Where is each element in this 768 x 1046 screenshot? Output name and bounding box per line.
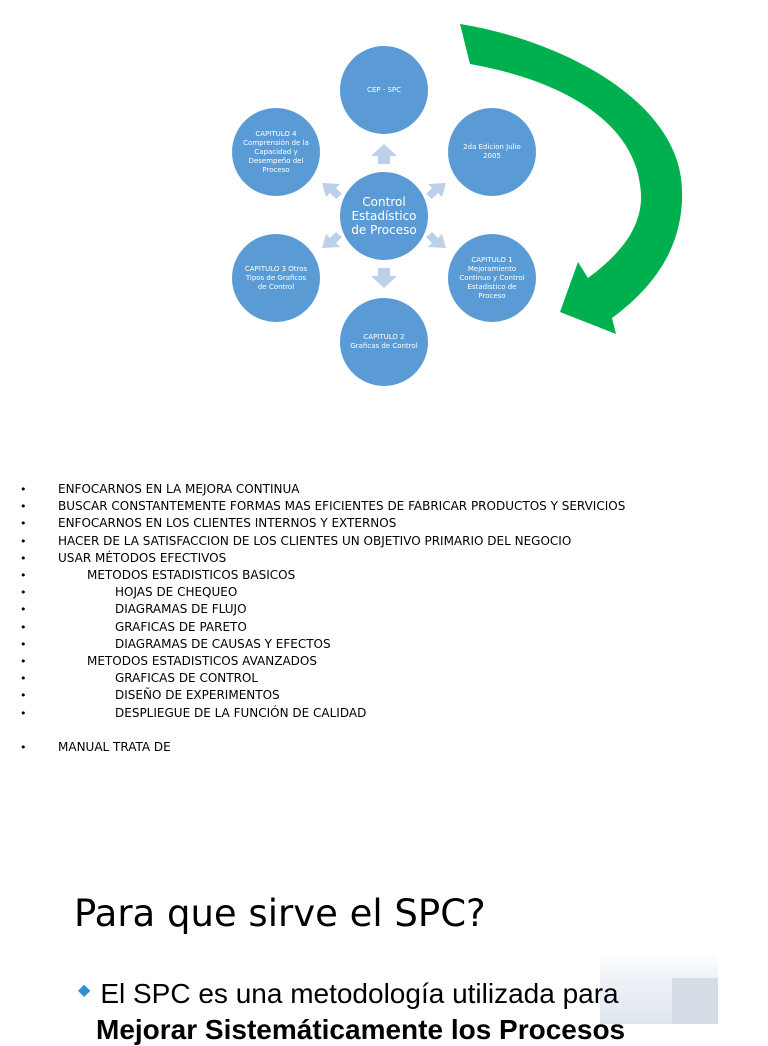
slide-bullet-text: El SPC es una metodología utilizada para xyxy=(100,978,619,1009)
list-item: USAR MÉTODOS EFECTIVOS xyxy=(20,550,758,567)
bullet-marker-icon: ◆ xyxy=(78,982,91,999)
center-node-label: Control Estadístico de Proceso xyxy=(351,195,417,237)
list-item: DIAGRAMAS DE FLUJO xyxy=(20,601,758,618)
node-top: CEP - SPC xyxy=(340,46,428,134)
list-item: HACER DE LA SATISFACCION DE LOS CLIENTES… xyxy=(20,533,758,550)
node-lower-left-label: CAPITULO 3 Otros Tipos de Graficos de Co… xyxy=(244,264,308,291)
arrow-lower-right-icon xyxy=(426,232,446,248)
node-lower-left: CAPITULO 3 Otros Tipos de Graficos de Co… xyxy=(232,234,320,322)
arrow-upper-right-icon xyxy=(426,183,446,199)
node-upper-right-label: 2da Edicion Julio 2005 xyxy=(463,143,521,160)
list-item: DISEÑO DE EXPERIMENTOS xyxy=(20,687,758,704)
cycle-arrow-icon xyxy=(460,24,683,334)
list-item-last: MANUAL TRATA DE xyxy=(20,739,758,756)
slide-image-block xyxy=(672,978,718,1024)
slide-title: Para que sirve el SPC? xyxy=(74,892,486,935)
center-node: Control Estadístico de Proceso xyxy=(340,172,428,260)
node-bottom-label: CAPITULO 2 Graficas de Control xyxy=(350,333,418,350)
list-item: GRAFICAS DE PARETO xyxy=(20,619,758,636)
list-item: DIAGRAMAS DE CAUSAS Y EFECTOS xyxy=(20,636,758,653)
diagram-arrows xyxy=(322,24,683,334)
list-item: DESPLIEGUE DE LA FUNCIÓN DE CALIDAD xyxy=(20,705,758,722)
arrow-down-icon xyxy=(371,268,397,288)
arrow-upper-left-icon xyxy=(322,183,342,199)
list-item: HOJAS DE CHEQUEO xyxy=(20,584,758,601)
node-bottom: CAPITULO 2 Graficas de Control xyxy=(340,298,428,386)
node-top-label: CEP - SPC xyxy=(366,85,402,94)
list-item: ENFOCARNOS EN LOS CLIENTES INTERNOS Y EX… xyxy=(20,515,758,532)
node-upper-right: 2da Edicion Julio 2005 xyxy=(448,108,536,196)
slide-bullet: ◆ El SPC es una metodología utilizada par… xyxy=(78,978,619,1010)
slide-bullet-continuation: Mejorar Sistemáticamente los Procesos xyxy=(96,1014,626,1045)
node-upper-left: CAPITULO 4 Comprensión de la Capacidad y… xyxy=(232,108,320,196)
radial-arrows xyxy=(322,144,446,288)
spc-cycle-diagram: Control Estadístico de Proceso CEP - SPC… xyxy=(0,0,768,400)
list-item: BUSCAR CONSTANTEMENTE FORMAS MAS EFICIEN… xyxy=(20,498,758,515)
objectives-list: ENFOCARNOS EN LA MEJORA CONTINUA BUSCAR … xyxy=(20,481,758,756)
node-lower-right-label: CAPITULO 1 Mejoramiento Continuo y Contr… xyxy=(459,255,525,300)
node-upper-left-label: CAPITULO 4 Comprensión de la Capacidad y… xyxy=(243,129,309,174)
list-item-advanced-heading: METODOS ESTADISTICOS AVANZADOS xyxy=(20,653,758,670)
arrow-up-icon xyxy=(371,144,397,164)
node-lower-right: CAPITULO 1 Mejoramiento Continuo y Contr… xyxy=(448,234,536,322)
list-item: GRAFICAS DE CONTROL xyxy=(20,670,758,687)
list-item-basic-heading: METODOS ESTADISTICOS BASICOS xyxy=(20,567,758,584)
arrow-lower-left-icon xyxy=(322,232,342,248)
list-item: ENFOCARNOS EN LA MEJORA CONTINUA xyxy=(20,481,758,498)
